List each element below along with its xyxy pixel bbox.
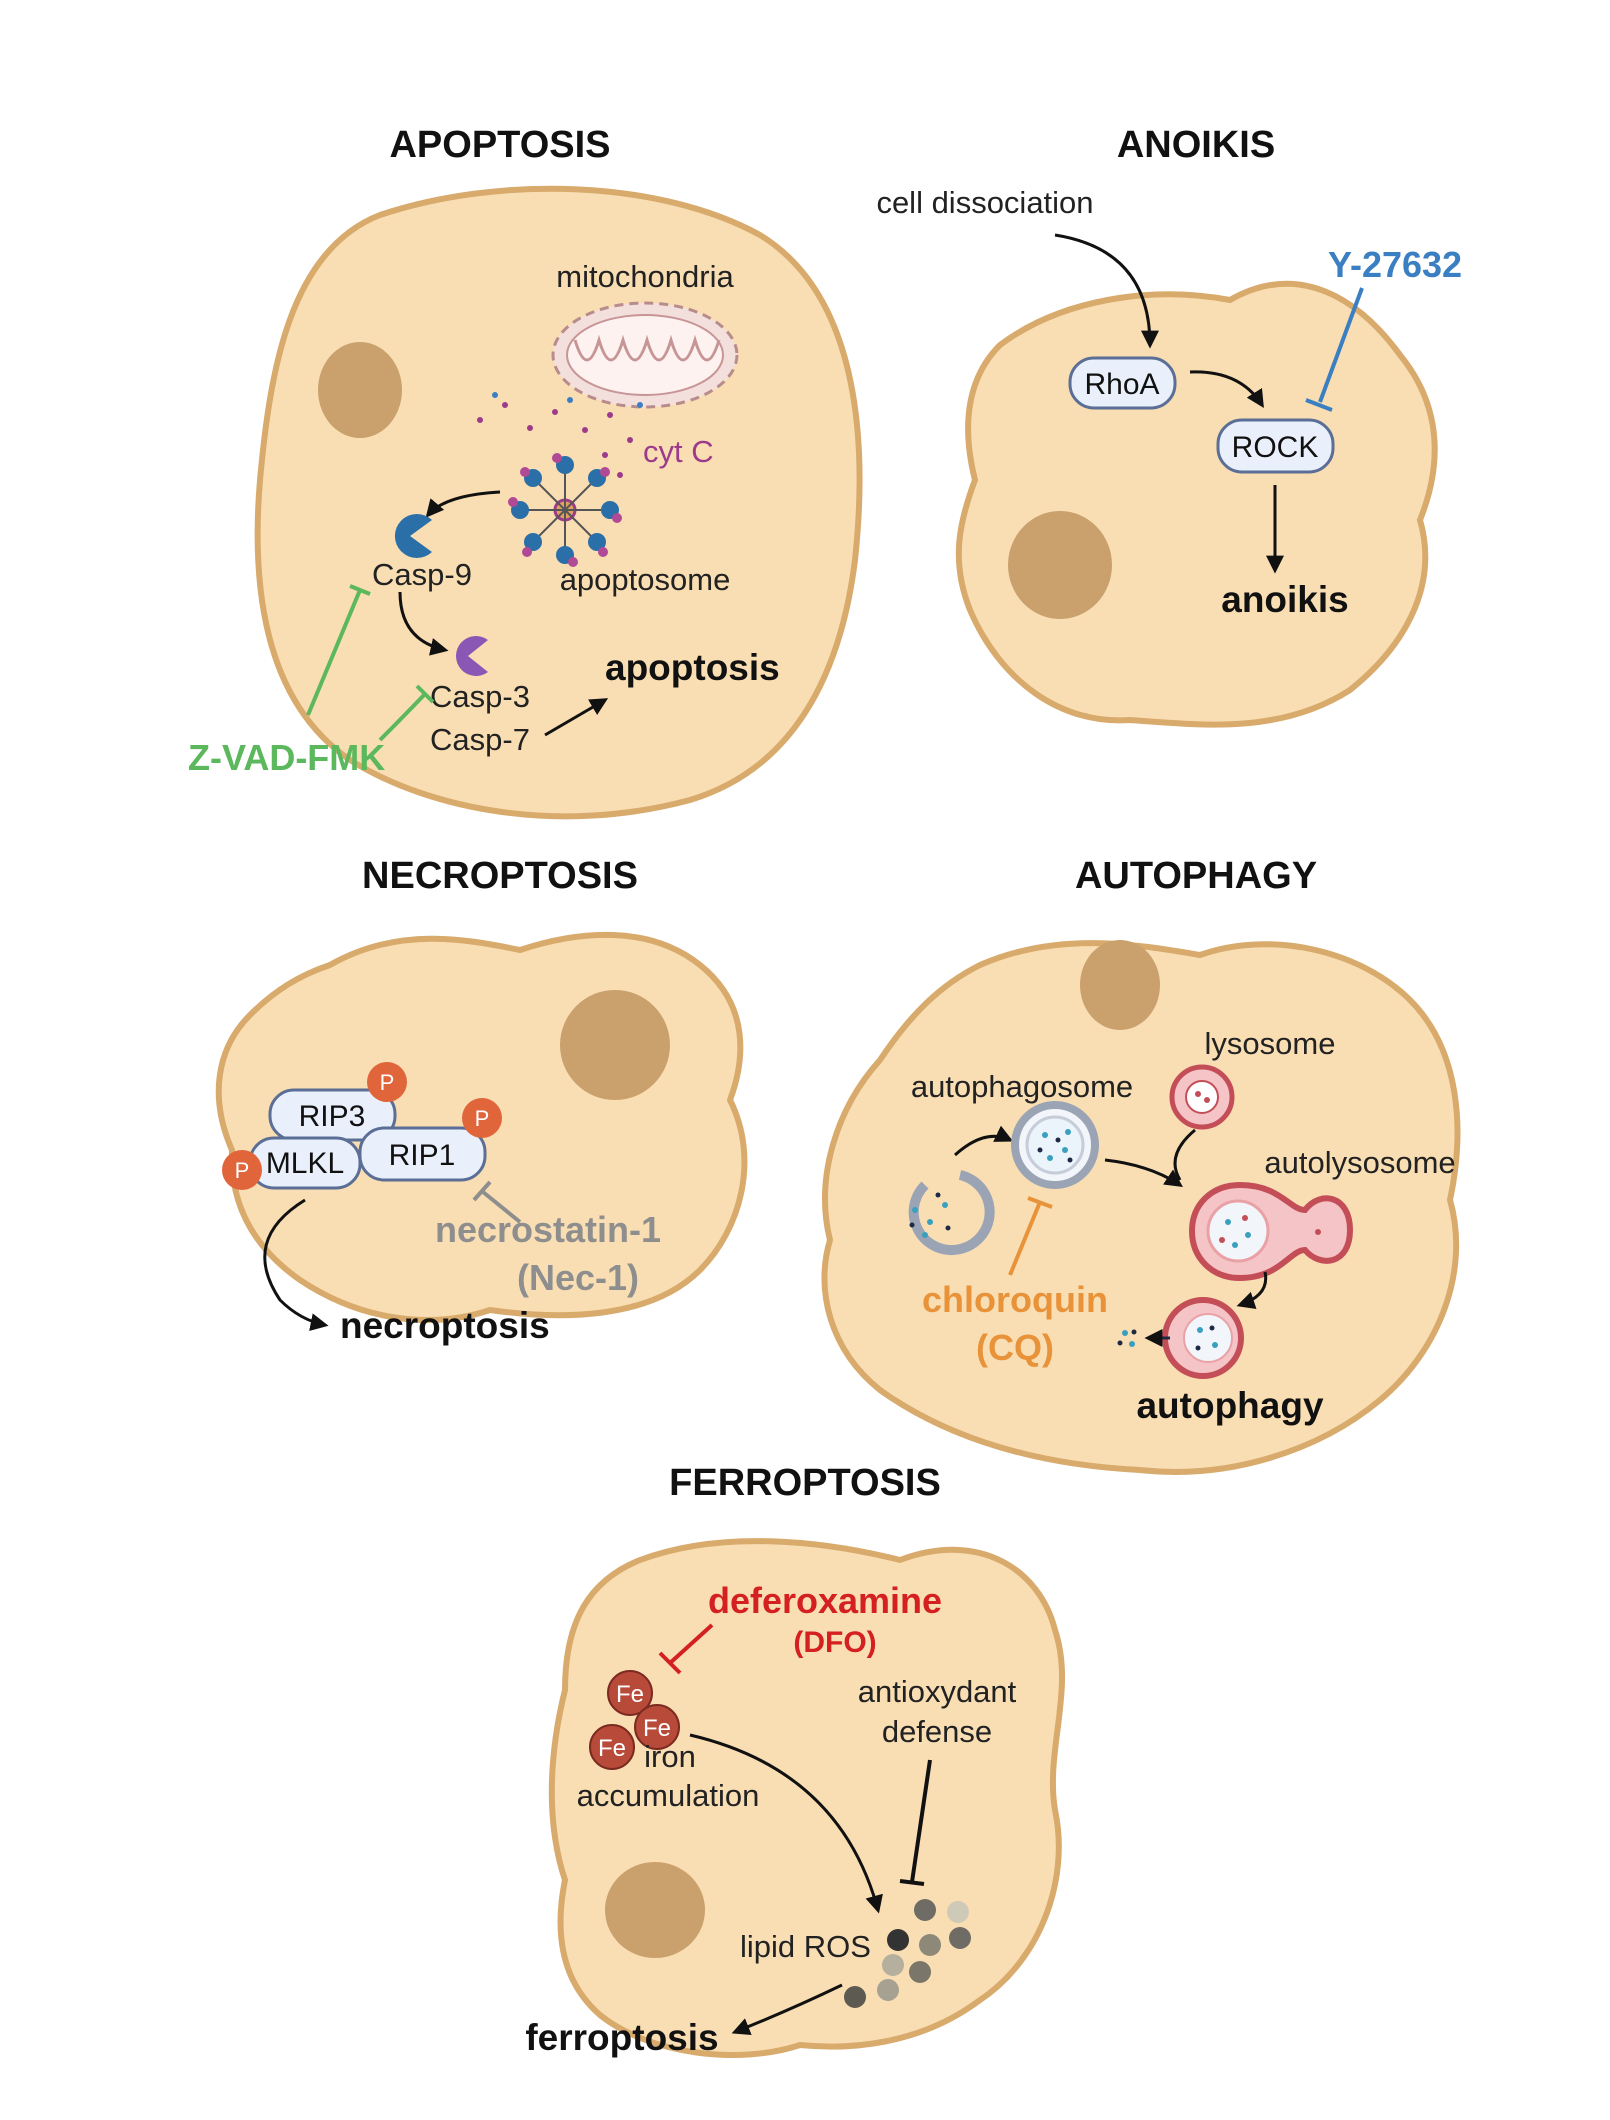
apoptosis-outcome: apoptosis [605,647,780,688]
autophagosome-label: autophagosome [911,1069,1133,1104]
autolysosome-icon [1188,1181,1354,1282]
apoptosome-to-casp9-arrow [425,490,501,518]
lysosome-label: lysosome [1205,1026,1336,1061]
casp9-label: Casp-9 [372,557,472,592]
casp-to-apoptosis-arrow [544,698,609,737]
iron-label: iron [644,1739,696,1774]
phospho-rip3: P [367,1062,407,1102]
mitochondria-label: mitochondria [556,259,734,294]
nec1-label: (Nec-1) [517,1257,639,1298]
fe-label: Fe [598,1735,626,1762]
necroptosis-panel: NECROPTOSIS RIP3 RIP1 MLKL P P P necropt… [215,855,748,1346]
anoikis-panel: ANOIKIS cell dissociation RhoA ROCK anoi… [876,124,1462,728]
ferroptosis-outcome: ferroptosis [525,2017,718,2058]
apoptosis-panel: APOPTOSIS mitochondria cyt C [188,124,863,820]
anoikis-nucleus [1008,511,1112,619]
casp3-icon [456,636,488,676]
anoikis-cell [955,280,1438,728]
mlkl-to-necroptosis-arrow [263,1198,329,1331]
necrostatin-label: necrostatin-1 [435,1209,661,1250]
autolysosome-label: autolysosome [1264,1145,1455,1180]
lysosome-icon [1169,1064,1235,1130]
apoptosome-label: apoptosome [560,562,731,597]
lipid-ros-label: lipid ROS [740,1929,871,1964]
fe-ion-3: Fe [589,1724,635,1770]
accumulation-label: accumulation [577,1778,760,1813]
dfo-inhibition-line [658,1623,714,1675]
anoikis-title: ANOIKIS [1117,124,1275,166]
rock-box [1216,418,1335,474]
apoptosome-icon [508,453,622,567]
phospho-rip1: P [462,1098,502,1138]
lipid-ros-dots [844,1899,971,2008]
zvad-inhibition-lines [306,584,435,742]
fe-ion-2: Fe [634,1704,680,1750]
ferroptosis-title: FERROPTOSIS [669,1462,941,1504]
deferoxamine-label: deferoxamine [708,1580,942,1621]
lipid-ros-to-ferroptosis-arrow [731,1983,843,2036]
chloroquin-label: chloroquin [922,1279,1108,1320]
autophagy-title: AUTOPHAGY [1075,855,1317,897]
phagophore-to-autophagosome-arrow [953,1125,1014,1157]
necroptosis-outcome: necroptosis [340,1305,550,1346]
rip1-label: RIP1 [389,1139,456,1172]
rip3-label: RIP3 [299,1100,366,1133]
cq-inhibition-line [1008,1196,1053,1276]
rhoa-to-rock-arrow [1189,370,1264,409]
ferroptosis-nucleus [605,1862,705,1958]
cell-dissociation-label: cell dissociation [876,185,1093,220]
necroptosis-nucleus [560,990,670,1100]
anoikis-outcome: anoikis [1221,579,1349,620]
fe-label: Fe [643,1715,671,1742]
necroptosis-title: NECROPTOSIS [362,855,638,897]
apoptosis-title: APOPTOSIS [389,124,610,166]
antioxidant-inhibition-line [899,1759,932,1886]
phospho-label: P [380,1070,395,1095]
rock-label: ROCK [1232,431,1319,464]
casp7-label: Casp-7 [430,722,530,757]
rhoa-box [1068,356,1177,410]
cq-label: (CQ) [976,1327,1054,1368]
autophagy-outcome: autophagy [1136,1385,1323,1426]
iron-to-lipid-ros-arrow [689,1733,883,1914]
phospho-label: P [235,1158,250,1183]
lysosome-fusion-line [1173,1128,1196,1181]
casp9-to-casp3-arrow [398,591,449,656]
degradation-lysosome-icon [1117,1297,1244,1379]
cyt-c-label: cyt C [643,434,714,469]
antioxydant-label: antioxydant [858,1674,1017,1709]
fe-label: Fe [616,1681,644,1708]
casp9-icon [394,514,432,558]
phospho-label: P [475,1106,490,1131]
phospho-mlkl: P [222,1150,262,1190]
defense-label: defense [882,1714,992,1749]
zvad-fmk-label: Z-VAD-FMK [188,737,385,778]
dfo-label: (DFO) [793,1626,876,1659]
fe-ion-1: Fe [607,1670,653,1716]
autophagy-nucleus [1080,940,1160,1030]
autophagosome-icon [1011,1101,1099,1189]
mitochondrion-icon [551,301,739,409]
rhoa-label: RhoA [1084,368,1159,401]
mlkl-label: MLKL [266,1147,344,1180]
phagophore-icon [908,1170,995,1256]
ferroptosis-panel: FERROPTOSIS deferoxamine (DFO) Fe Fe Fe … [525,1462,1065,2058]
autophagosome-to-autolysosome-arrow [1104,1158,1183,1187]
apoptosis-nucleus [318,342,402,438]
autolysosome-to-degradation-arrow [1236,1271,1268,1309]
autophagy-cell [821,940,1461,1475]
nec1-inhibition-line [472,1180,522,1224]
casp3-label: Casp-3 [430,679,530,714]
y27632-inhibition-line [1305,287,1364,412]
autophagy-panel: AUTOPHAGY autophagosome lysosome autolys… [821,855,1461,1475]
y27632-label: Y-27632 [1328,244,1462,285]
dissociation-to-rhoa-arrow [1054,233,1159,349]
cyt-c-dots [477,392,643,478]
